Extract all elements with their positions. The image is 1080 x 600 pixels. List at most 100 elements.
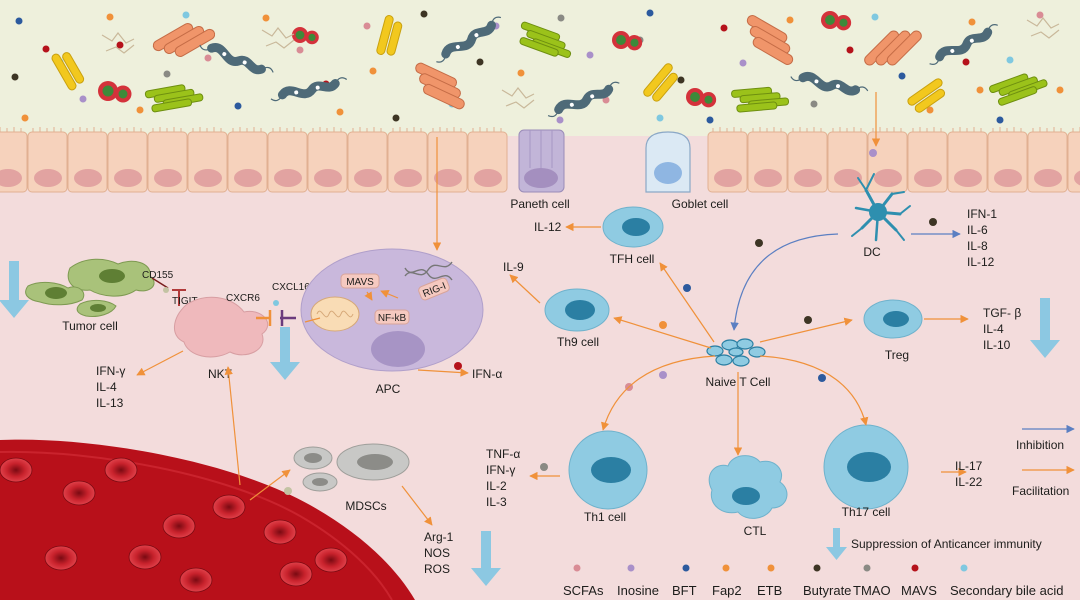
goblet-cell-label: Goblet cell [672,197,729,211]
mavs-label: MAVS [346,277,374,288]
metabolite-dot [968,18,976,26]
metabolite-legend-swatch [960,564,968,572]
cd155-stalk [151,277,169,289]
metabolite-dot [646,9,654,17]
metabolite-legend-label: SCFAs [563,583,604,598]
red-blood-cell [62,480,96,506]
cytokine-label: IL-2 [486,479,507,493]
coccus-bacteria-icon [98,81,132,103]
metabolite-legend-swatch [722,564,730,572]
epithelial-cell [987,127,1028,193]
epithelial-cell [387,127,428,193]
rod-bacteria-icon [643,63,678,102]
red-blood-cell [279,561,313,587]
blood-vessel [0,439,415,600]
epithelial-cell [747,127,788,193]
epithelial-layer [0,127,1080,193]
rod-bacteria-icon [864,30,922,66]
ctl-cell [708,455,788,519]
epithelial-cell [707,127,748,193]
metabolite-legend-label: TMAO [853,583,891,598]
rod-bacteria-icon [152,23,216,57]
metabolite-legend-label: Butyrate [803,583,851,598]
red-blood-cell [179,567,213,593]
metabolite-dot [677,76,685,84]
tumor-cell-label: Tumor cell [62,319,118,333]
metabolite-dot [392,114,400,122]
metabolite-legend-label: Inosine [617,583,659,598]
tfh-label: TFH cell [610,252,655,266]
cytokine-label: IL-12 [967,255,995,269]
cytokine-label: IFN-α [472,367,502,381]
metabolite-dot [996,116,1004,124]
epithelial-cell [227,127,268,193]
mitochondrion-icon [310,296,360,332]
ctl-label: CTL [744,524,767,538]
cytokine-label: ROS [424,562,450,576]
metabolite-dot [517,69,525,77]
metabolite-dot [15,17,23,25]
epithelial-cell [307,127,348,193]
metabolite-dot [739,59,747,67]
rod-bacteria-icon [989,73,1048,106]
cxcl16-label: CXCL16 [272,282,310,293]
metabolite-dot [476,58,484,66]
suppression-key-label: Suppression of Anticancer immunity [851,537,1042,551]
epithelial-cell [787,127,828,193]
cxcl16-dot [273,300,279,306]
th17-cell [823,424,909,510]
mdscs-cells [293,443,410,492]
metabolite-dot [898,72,906,80]
metabolite-dot [11,73,19,81]
facilitation-arrows [136,92,969,526]
flagellated-bacteria-icon [929,24,998,65]
flagellated-bacteria-icon [436,16,502,63]
metabolite-dot [79,95,87,103]
epithelial-cell [347,127,388,193]
epithelial-cell [947,127,988,193]
cytokine-label: IL-17 [955,459,983,473]
cytokine-label: IFN-γ [486,463,515,477]
cytokine-label: IFN-1 [967,207,997,221]
metabolite-dot [786,16,794,24]
metabolite-legend-swatch [627,564,635,572]
cxcl16-ligand [280,310,296,326]
rod-bacteria-icon [144,84,204,113]
cxcr6-receptor [256,310,272,326]
epithelial-cell [427,127,468,193]
metabolite-dot [21,114,29,122]
cxcr6-label: CXCR6 [226,293,260,304]
nkt-cell [174,296,269,358]
metabolite-legend-label: Secondary bile acid [950,583,1063,598]
paneth-cell-label: Paneth cell [510,197,569,211]
facilitation-key-label: Facilitation [1012,484,1069,498]
cytokine-label: IL-22 [955,475,983,489]
filament-bacteria-icon [1026,17,1060,39]
epithelial-cell [27,127,68,193]
intestinal-lumen [0,0,1080,136]
metabolite-dot [182,11,190,19]
th9-label: Th9 cell [557,335,599,349]
dna-helix-icon [404,261,453,281]
th17-label: Th17 cell [842,505,891,519]
metabolite-legend-swatch [911,564,919,572]
filament-bacteria-icon [101,32,135,54]
naive-t-cell-cluster [706,338,766,367]
cytokine-label: IL-13 [96,396,124,410]
th9-cell [544,288,610,332]
metabolite-dot [706,116,714,124]
paneth-cell [518,129,565,193]
red-blood-cell [44,545,78,571]
metabolite-dot [420,10,428,18]
cytokine-label: IL-4 [983,322,1004,336]
coccus-bacteria-icon [292,27,319,45]
nfkb-label: NF-kB [378,313,407,324]
metabolite-dot [1006,56,1014,64]
rod-bacteria-icon [746,15,794,65]
red-blood-cell [263,519,297,545]
red-blood-cells [0,457,348,593]
flagellated-bacteria-icon [790,71,869,96]
tfh-cell [602,206,664,248]
metabolite-dot [369,67,377,75]
